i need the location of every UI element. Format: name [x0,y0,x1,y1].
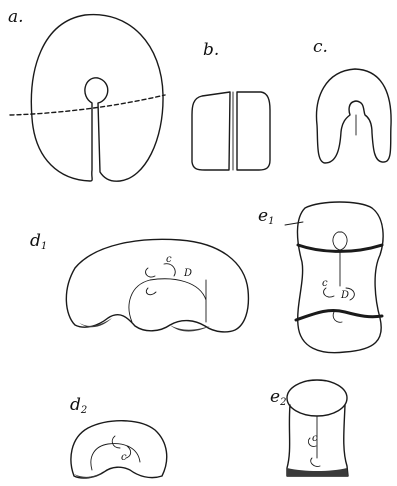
panel-d2-outline [71,421,167,478]
panel-e1-lower-band [296,310,382,320]
panel-e1-inner-label-c: c [322,278,328,289]
panel-d1-label: d1 [30,231,47,252]
panel-d2-inner-fold [91,436,140,470]
panel-e1-inner-label-d: D [340,290,349,301]
panel-e1-label: e1 [258,206,274,227]
panel-a-label: a. [8,7,24,27]
panel-d1: d1 D c [30,231,248,332]
panel-d1-inner-fold [129,279,206,322]
panel-d2-inner-label-c: c [121,452,127,463]
panel-b-right-half [237,92,270,170]
panel-e1-pointer-line [285,222,303,225]
panel-e1-neural-groove [333,232,347,286]
panel-d1-inner-label-d: D [183,268,192,279]
panel-a: a. [8,7,165,181]
panel-e2-inner-label-c: c [312,433,318,444]
panel-b-left-half [192,92,230,170]
panel-e2-label: e2 [270,387,286,408]
panel-e2-head-ellipse [287,380,347,416]
panel-b: b. [192,40,270,170]
panel-d2-label: d2 [70,395,87,416]
panel-c-outline [317,69,392,163]
panel-b-label: b. [203,40,219,60]
panel-a-outline [31,15,163,182]
panel-d1-outline [66,239,248,332]
panel-e2: e2 c [270,380,348,476]
panel-e1: e1 D c [258,202,383,353]
panel-c-label: c. [313,37,328,57]
panel-e1-blastopore [324,288,355,322]
panel-e2-shaded-base [287,468,348,476]
panel-d2: d2 c [70,395,167,478]
panel-c: c. [313,37,391,163]
panel-d1-inner-label-c: c [166,254,172,265]
